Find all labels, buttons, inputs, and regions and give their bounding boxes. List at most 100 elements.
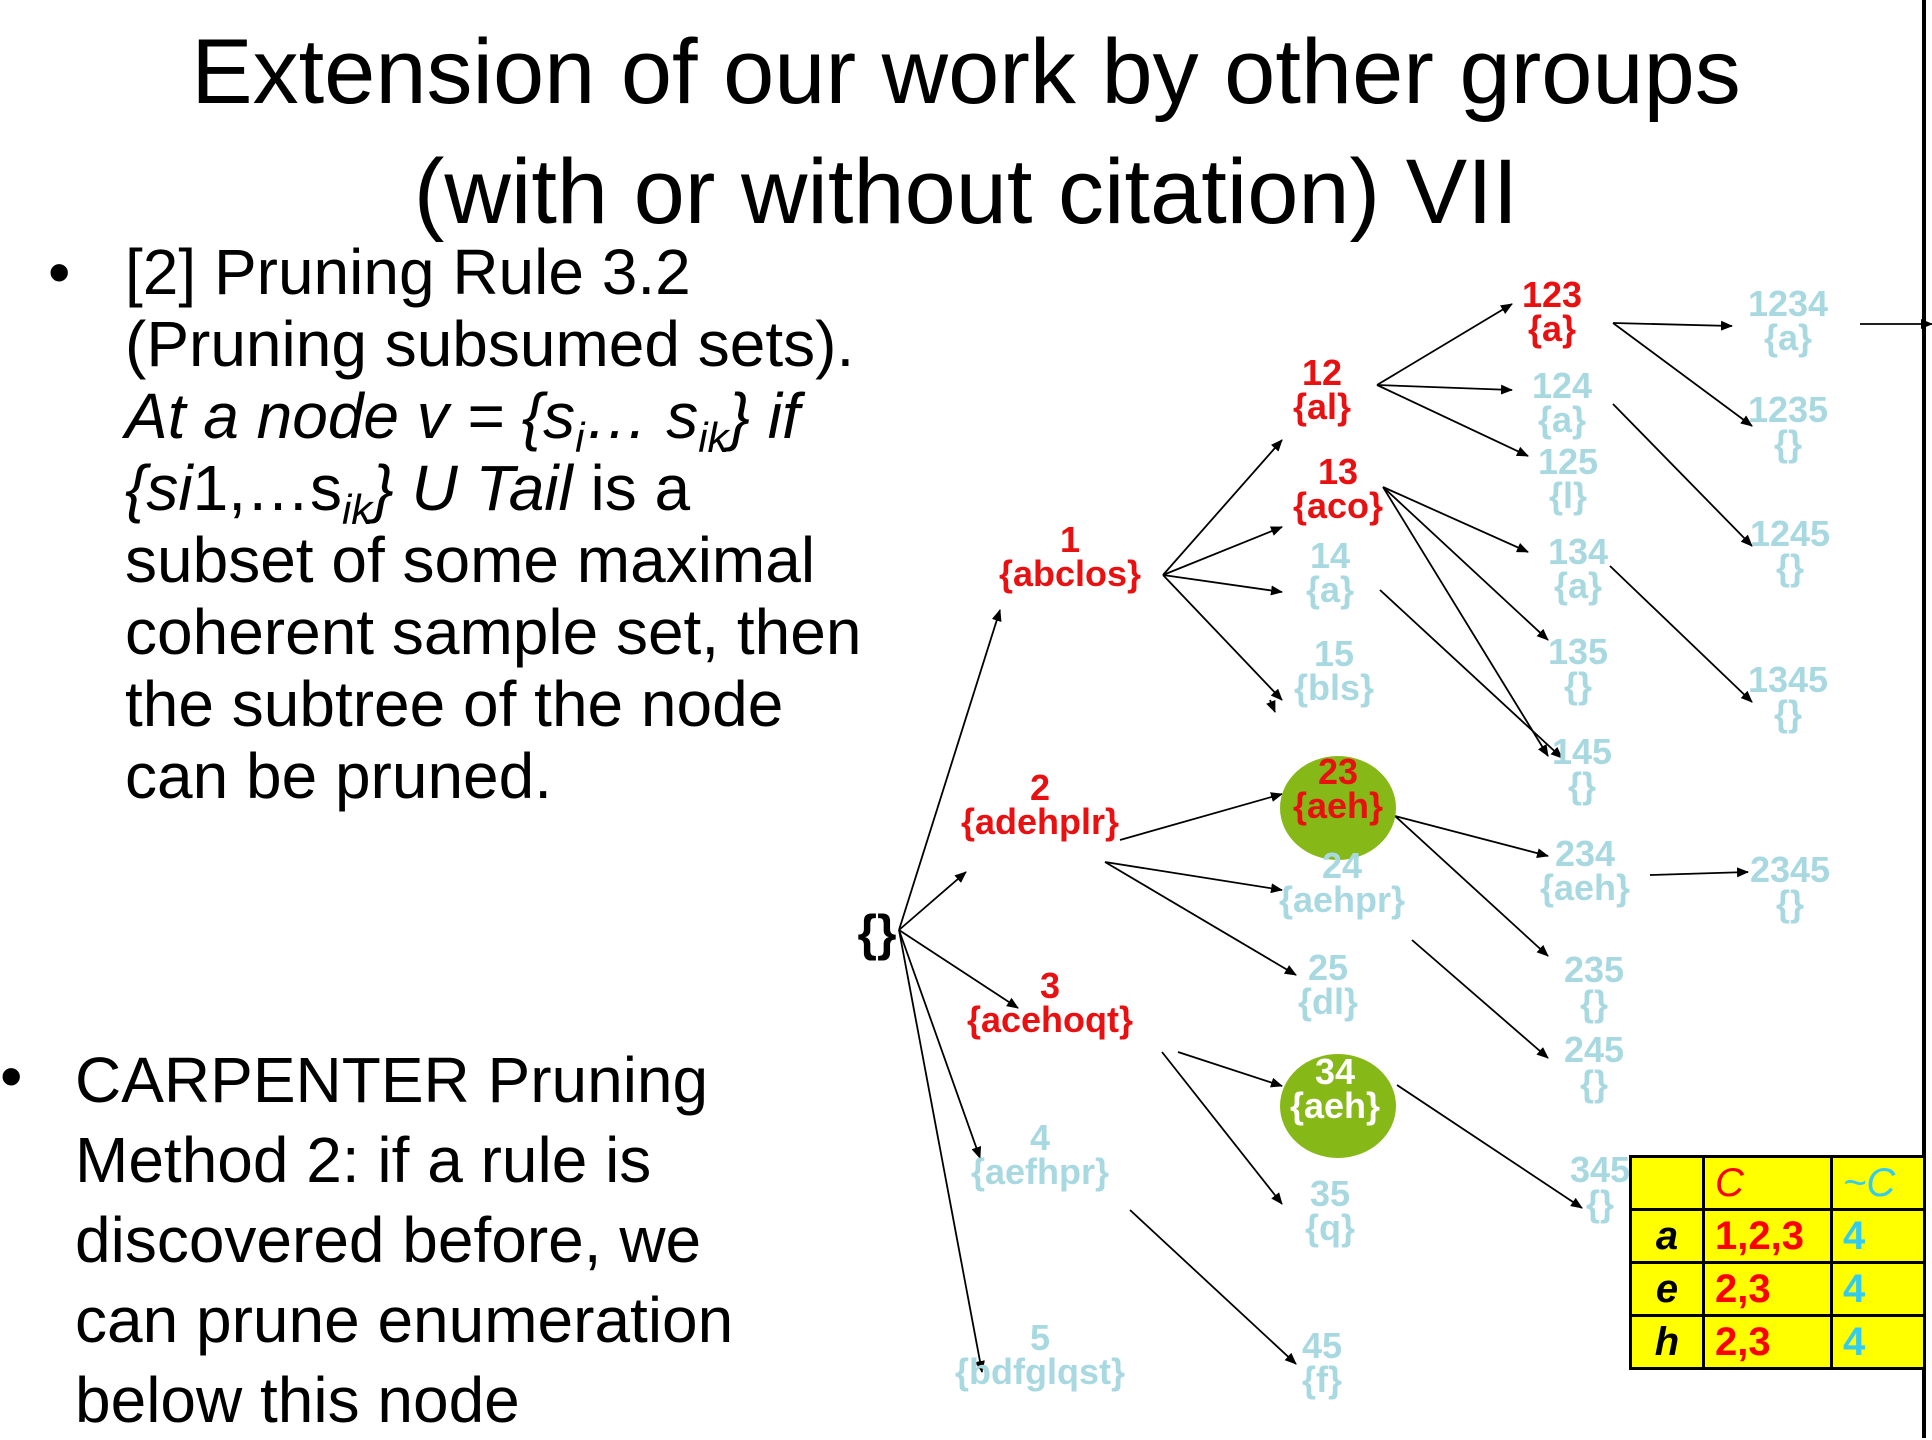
tree-edge-arrow	[1162, 574, 1283, 701]
tree-edge-arrow	[1161, 1051, 1283, 1205]
tree-node-set: {}	[1568, 765, 1596, 806]
tree-edge-arrow	[1394, 815, 1549, 957]
tree-node-2: 2{adehplr}	[961, 767, 1119, 842]
tree-node-set: {}	[1580, 1063, 1608, 1104]
tree-node-3: 3{acehoqt}	[967, 965, 1133, 1040]
tree-edge-arrow	[1129, 1209, 1297, 1365]
text-run: 1,…s	[192, 452, 342, 524]
bullet-1-text: [2] Pruning Rule 3.2 (Pruning subsumed s…	[125, 236, 861, 812]
tree-node-25: 25{dl}	[1298, 947, 1358, 1022]
tree-node-number: 35	[1310, 1173, 1350, 1214]
highlight-ellipse-34	[1280, 1054, 1396, 1158]
tree-edge-arrow	[1411, 939, 1549, 1059]
tree-node-number: 13	[1318, 451, 1358, 492]
bullet-2-line: discovered before, we	[75, 1204, 702, 1276]
tree-node-34: 34{aeh}	[1290, 1051, 1380, 1126]
text-run: is a	[572, 452, 691, 524]
bullet-2-line: below this node	[75, 1364, 520, 1436]
tree-node-number: 345	[1570, 1149, 1630, 1190]
tree-node-number: 135	[1548, 631, 1608, 672]
bullet-2-line: CARPENTER Pruning	[75, 1044, 709, 1116]
tree-edge-arrow	[1376, 303, 1513, 386]
tree-node-number: 25	[1308, 947, 1348, 988]
text-run: {si	[125, 452, 193, 524]
tree-edge-arrow	[1162, 526, 1283, 576]
tree-node-set: {bls}	[1294, 667, 1374, 708]
tree-node-12: 12{al}	[1293, 352, 1351, 427]
tree-edge-arrow	[1382, 486, 1549, 641]
tree-node-number: 125	[1538, 441, 1598, 482]
tree-node-number: 15	[1314, 633, 1354, 674]
tree-node-number: 1345	[1748, 659, 1828, 700]
tree-edge-arrow	[898, 609, 1002, 931]
bullet-marker-1: •	[48, 236, 71, 308]
tree-edge-arrow	[1396, 1084, 1583, 1209]
tree-node-set: {a}	[1306, 569, 1354, 610]
bullet-1-line: the subtree of the node	[125, 668, 784, 740]
tree-edge-arrow	[1609, 565, 1753, 703]
tree-node-5: 5{bdfglqst}	[955, 1317, 1125, 1392]
tree-node-number: 4	[1030, 1117, 1050, 1158]
tree-node-set: {}	[1776, 883, 1804, 924]
tree-node-number: 245	[1564, 1029, 1624, 1070]
bullet-2-line: Method 2: if a rule is	[75, 1124, 652, 1196]
tree-node-1235: 1235{}	[1748, 389, 1828, 464]
table-row: h 2,3 4	[1629, 1314, 1926, 1370]
text-run: At a node v = {s	[125, 380, 576, 452]
text-run: } U Tail	[372, 452, 573, 524]
tree-node-set: {aco}	[1293, 485, 1383, 526]
tree-node-set: {acehoqt}	[967, 999, 1133, 1040]
table-header-cell: C	[1702, 1155, 1833, 1211]
tree-node-234: 234{aeh}	[1540, 833, 1630, 908]
tree-node-number: 234	[1555, 833, 1615, 874]
table-cell-notc: 4	[1830, 1261, 1926, 1317]
tree-node-set: {a}	[1764, 317, 1812, 358]
tree-node-15: 15{bls}	[1294, 633, 1374, 708]
tree-node-set: {aehpr}	[1279, 879, 1405, 920]
tree-node-set: {q}	[1305, 1207, 1355, 1248]
table-header-cell: ~C	[1830, 1155, 1926, 1211]
tree-node-24: 24{aehpr}	[1279, 845, 1405, 920]
tree-node-number: 24	[1322, 845, 1362, 886]
tree-node-set: {aeh}	[1293, 785, 1383, 826]
tree-node-number: 14	[1310, 535, 1350, 576]
tree-node-245: 245{}	[1564, 1029, 1624, 1104]
highlight-ellipse-23	[1280, 756, 1396, 860]
table-header-row: C ~C	[1629, 1155, 1926, 1211]
bullet-1-line: (Pruning subsumed sets).	[125, 308, 855, 380]
text-run: … s	[584, 380, 699, 452]
tree-node-35: 35{q}	[1305, 1173, 1355, 1248]
tree-node-set: {a}	[1554, 565, 1602, 606]
tree-node-124: 124{a}	[1532, 365, 1592, 440]
tree-node-135: 135{}	[1548, 631, 1608, 706]
tree-node-set: {aeh}	[1290, 1085, 1380, 1126]
tree-node-125: 125{l}	[1538, 441, 1598, 516]
tree-edge-arrow	[1162, 439, 1283, 576]
tree-root-label: {}	[858, 905, 897, 961]
tree-node-number: 123	[1522, 274, 1582, 315]
tree-node-set: {}	[1564, 665, 1592, 706]
tree-node-number: 235	[1564, 949, 1624, 990]
tree-node-14: 14{a}	[1306, 535, 1354, 610]
subscript: ik	[698, 414, 729, 461]
tree-node-set: {f}	[1302, 1359, 1342, 1400]
tree-node-set: {al}	[1293, 386, 1351, 427]
tree-node-set: {dl}	[1298, 981, 1358, 1022]
tree-edge-arrow	[1266, 699, 1276, 713]
bullet-1-line: At a node v = {si… sik} if	[125, 380, 861, 461]
bullet-1-line: [2] Pruning Rule 3.2	[125, 236, 691, 308]
text-run: } if	[728, 380, 800, 452]
tree-edge-arrow	[898, 929, 982, 1159]
tree-edge-arrow	[1104, 861, 1297, 976]
tree-node-set: {}	[1774, 693, 1802, 734]
table-cell-c: 1,2,3	[1702, 1208, 1833, 1264]
bullet-1-line: coherent sample set, then	[125, 596, 862, 668]
tree-node-1245: 1245{}	[1750, 513, 1830, 588]
tree-edge-arrow	[1649, 867, 1749, 878]
tree-node-45: 45{f}	[1302, 1325, 1342, 1400]
table-cell-c: 2,3	[1702, 1261, 1833, 1317]
tree-node-13: 13{aco}	[1293, 451, 1383, 526]
tree-node-number: 1	[1060, 519, 1080, 560]
